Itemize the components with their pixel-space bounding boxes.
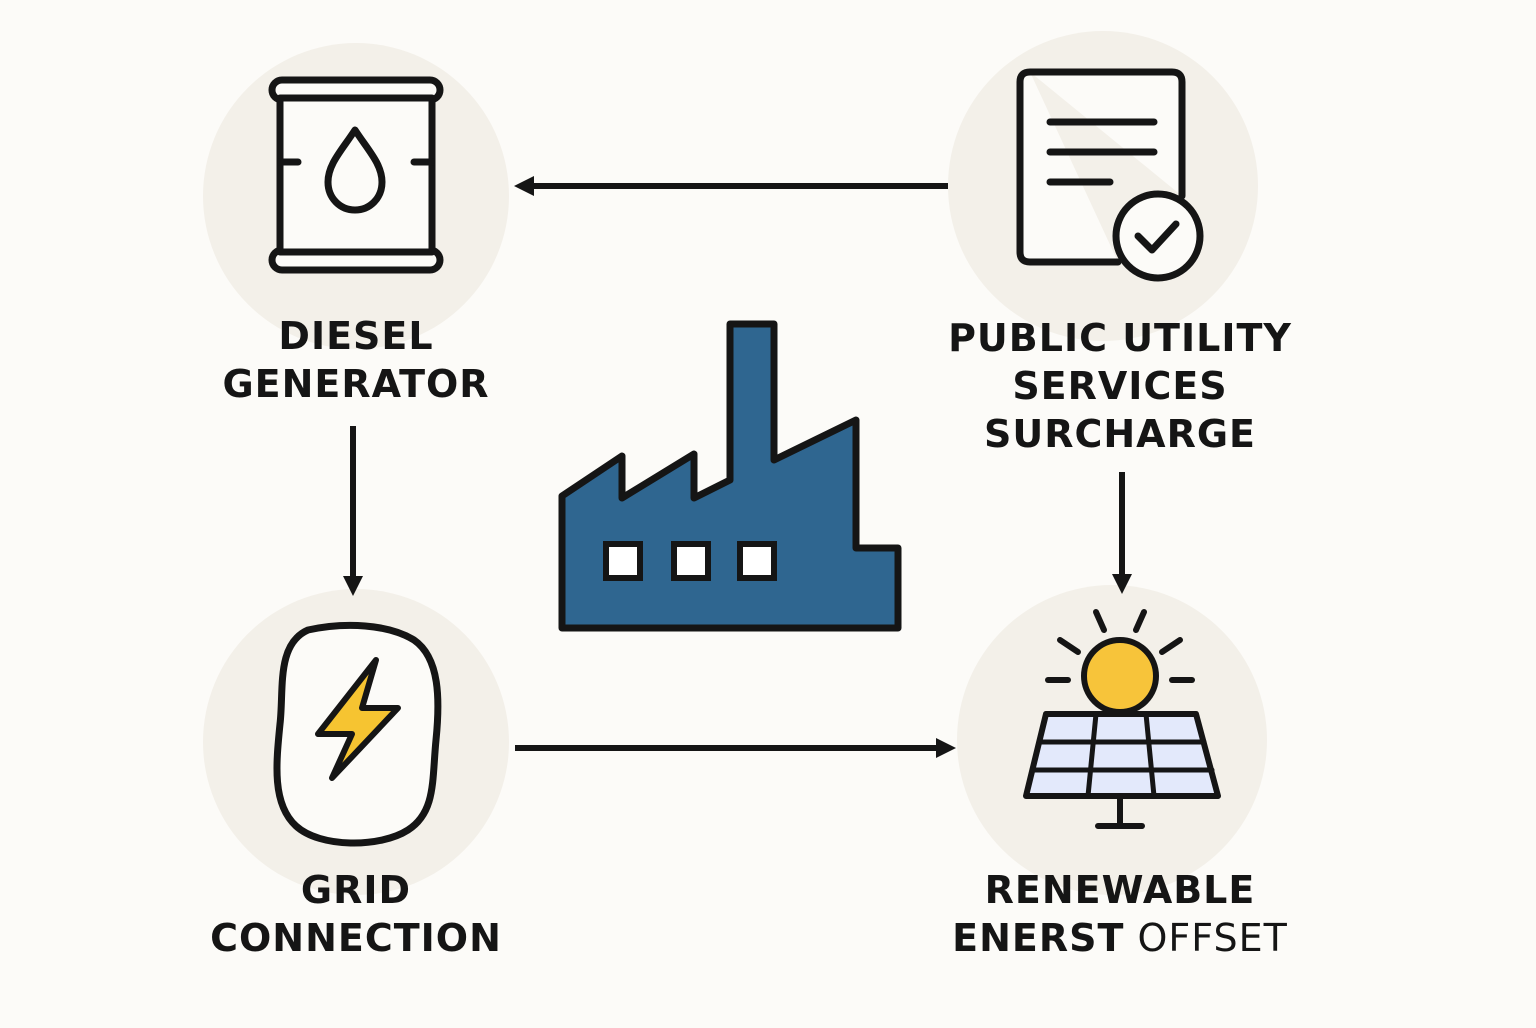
diesel-generator-label-line2: GENERATOR [222,362,490,406]
factory-icon [558,320,902,632]
diesel-generator-label-line1: DIESEL [278,314,434,358]
arrow-utility-to-diesel [514,176,948,196]
renewable-offset-label-line2: ENERST OFFSET [930,914,1310,962]
grid-connection-label-line2: CONNECTION [210,916,502,960]
renewable-offset-label: RENEWABLE ENERST OFFSET [930,866,1310,962]
public-utility-label: PUBLIC UTILITY SERVICES SURCHARGE [930,314,1310,458]
lightning-bolt-icon [273,621,442,847]
renewable-offset-label-line1: RENEWABLE [984,868,1256,912]
public-utility-label-line3: SURCHARGE [984,412,1256,456]
grid-connection-label: GRID CONNECTION [176,866,536,962]
document-check-icon [1016,68,1204,282]
solar-panel-icon [1023,609,1221,829]
renewable-offset-label-line2a: ENERST [952,916,1125,960]
arrow-diesel-to-grid [343,426,363,596]
public-utility-label-line2: SERVICES [1012,364,1228,408]
public-utility-label-line1: PUBLIC UTILITY [948,316,1292,360]
diesel-generator-label: DIESEL GENERATOR [196,312,516,408]
grid-connection-label-line1: GRID [300,868,412,912]
oil-barrel-icon [268,76,444,274]
arrow-grid-to-renewable [515,738,956,758]
arrow-utility-to-renewable [1112,472,1132,594]
renewable-offset-label-line2b: OFFSET [1124,916,1288,960]
